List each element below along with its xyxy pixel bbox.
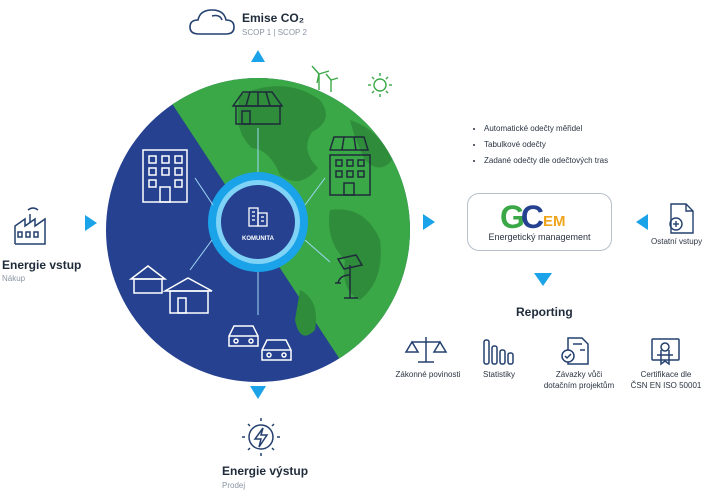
solar-house-icon xyxy=(231,91,284,125)
community-label: KOMUNITA xyxy=(242,236,274,242)
energy-in-title: Energie vstup xyxy=(2,258,82,272)
solar-building-icon xyxy=(328,136,371,196)
report-item-label-line2: dotačním projektům xyxy=(543,381,615,390)
arrow-down-reporting xyxy=(534,273,552,286)
readings-list: Automatické odečty měřidel Tabulkové ode… xyxy=(474,121,608,169)
houses-icon xyxy=(128,265,213,314)
wind-turbine-icon xyxy=(311,65,339,92)
reading-item: Automatické odečty měřidel xyxy=(484,121,608,137)
report-item-label-line1: Závazky vůči xyxy=(555,370,603,379)
arrow-right-gcem xyxy=(423,214,435,230)
report-item-label: Statistiky xyxy=(482,370,515,379)
arrow-up-emissions xyxy=(251,50,265,62)
emissions-subtitle: SCOP 1 | SCOP 2 xyxy=(242,28,307,37)
other-inputs-label: Ostatní vstupy xyxy=(651,237,703,246)
report-item-label-line1: Certifikace dle xyxy=(640,370,692,379)
gcem-logo-em: EM xyxy=(543,213,566,230)
bar-chart-icon xyxy=(483,339,514,365)
emissions-title: Emise CO₂ xyxy=(242,11,305,25)
arrow-left-other xyxy=(636,214,648,230)
energy-in-subtitle: Nákup xyxy=(2,274,26,283)
document-plus-icon xyxy=(669,203,694,234)
report-item-statistics: Statistiky xyxy=(470,369,528,380)
apartment-building-icon xyxy=(142,149,188,203)
report-item-legal: Zákonné povinosti xyxy=(390,369,466,380)
certificate-icon xyxy=(651,338,680,366)
solar-lamp-icon xyxy=(335,254,364,299)
reading-item: Zadané odečty dle odečtových tras xyxy=(484,153,608,169)
arrow-right-energy-in xyxy=(85,215,97,231)
energy-out-title: Energie výstup xyxy=(222,464,309,478)
report-item-label-line2: ČSN EN ISO 50001 xyxy=(630,381,702,390)
lightning-icon xyxy=(242,418,280,456)
report-item-label: Zákonné povinosti xyxy=(395,370,461,379)
cloud-icon xyxy=(189,9,235,35)
factory-icon xyxy=(14,207,46,245)
gcem-logo-c: C xyxy=(520,199,544,235)
scales-icon xyxy=(404,337,448,363)
document-check-icon xyxy=(561,337,589,365)
sun-icon xyxy=(368,73,392,97)
arrow-down-energy-out xyxy=(250,386,266,399)
report-item-certification: Certifikace dle ČSN EN ISO 50001 xyxy=(622,369,710,391)
community-building-icon xyxy=(248,207,268,227)
report-item-commitments: Závazky vůči dotačním projektům xyxy=(536,369,622,391)
reporting-title: Reporting xyxy=(516,305,573,319)
cars-icon xyxy=(228,325,292,361)
reading-item: Tabulkové odečty xyxy=(484,137,608,153)
energy-out-subtitle: Prodej xyxy=(222,481,246,490)
gcem-logo-g: G xyxy=(500,199,525,235)
gcem-caption: Energetický management xyxy=(488,232,591,242)
spokes xyxy=(189,128,331,315)
